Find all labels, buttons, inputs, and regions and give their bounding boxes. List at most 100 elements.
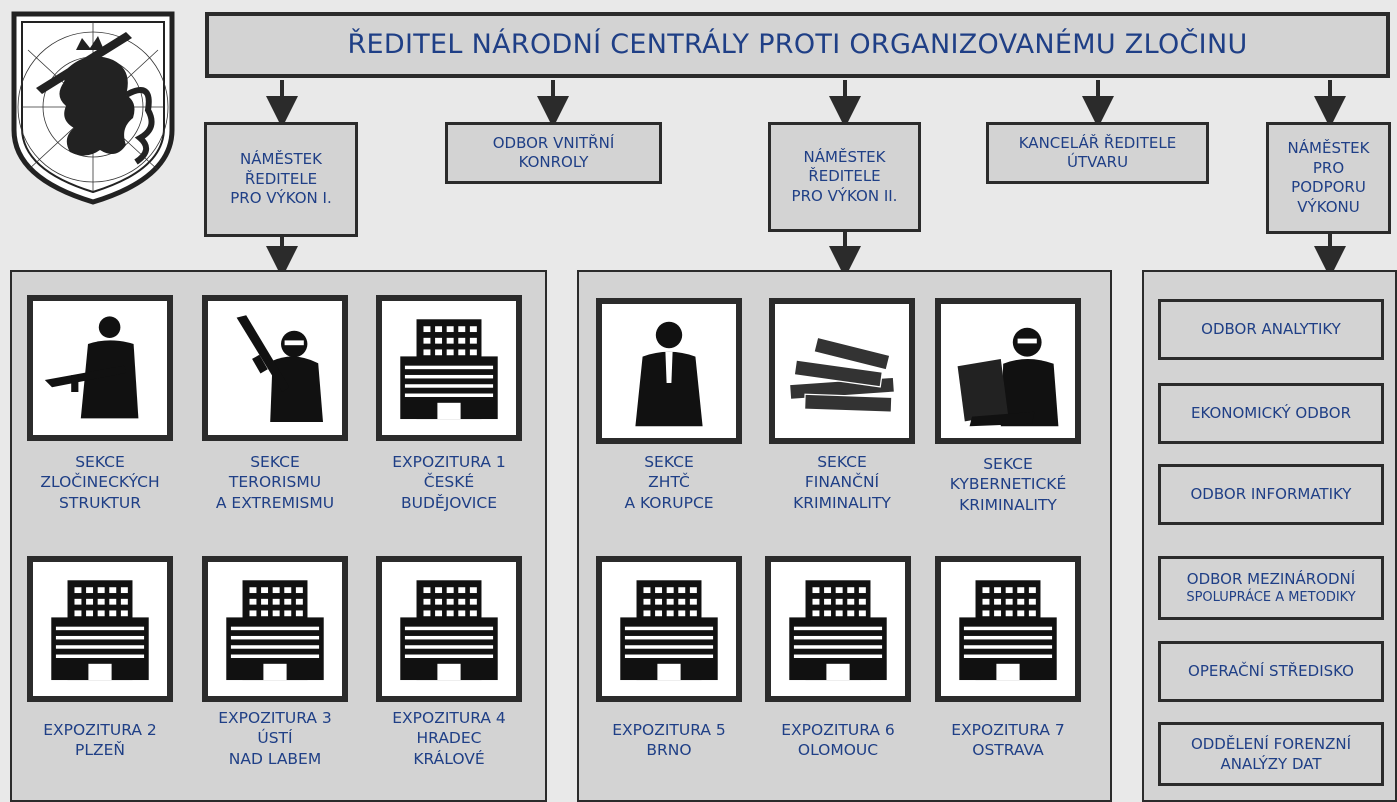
unit-caption-line: EXPOZITURA 4	[392, 709, 506, 727]
page-title: ŘEDITEL NÁRODNÍ CENTRÁLY PROTI ORGANIZOV…	[205, 12, 1390, 78]
department-label: ANALÝZY DAT	[1220, 755, 1322, 773]
office-building-icon	[950, 571, 1066, 687]
deputy-director-1-box: NÁMĚSTEK ŘEDITELE PRO VÝKON I.	[204, 122, 358, 237]
deputy-support-line: PRO	[1312, 158, 1345, 177]
deputy-support-box: NÁMĚSTEK PRO PODPORU VÝKONU	[1266, 122, 1391, 234]
unit-caption-line: BUDĚJOVICE	[401, 493, 497, 512]
unit-caption: SEKCE ZLOČINECKÝCH STRUKTUR	[10, 452, 190, 513]
unit-caption-line: SEKCE	[644, 453, 694, 471]
office-line: ÚTVARU	[1066, 153, 1129, 171]
hacker-with-laptop-icon	[957, 327, 1059, 427]
unit-tile	[765, 556, 911, 702]
unit-caption-line: PLZEŇ	[75, 741, 125, 760]
unit-tile	[935, 556, 1081, 702]
unit-caption-line: OLOMOUC	[797, 741, 879, 760]
deputy1-line: PRO VÝKON I.	[230, 189, 332, 208]
unit-caption: EXPOZITURA 3 ÚSTÍ NAD LABEM	[185, 708, 365, 769]
unit-caption: EXPOZITURA 1 ČESKÉ BUDĚJOVICE	[359, 452, 539, 513]
unit-caption-line: EXPOZITURA 2	[43, 721, 157, 739]
unit-caption: EXPOZITURA 6 OLOMOUC	[748, 720, 928, 761]
unit-caption: SEKCE FINANČNÍ KRIMINALITY	[752, 452, 932, 513]
unit-tile	[202, 295, 348, 441]
unit-tile	[596, 298, 742, 444]
department-label: ODBOR ANALYTIKY	[1201, 320, 1341, 339]
unit-caption-line: BRNO	[646, 741, 692, 760]
unit-caption-line: NAD LABEM	[228, 749, 322, 768]
unit-caption: SEKCE ZHTČ A KORUPCE	[579, 452, 759, 513]
unit-caption-line: EXPOZITURA 5	[612, 721, 726, 739]
unit-caption-line: KYBERNETICKÉ	[949, 475, 1067, 494]
unit-caption-line: EXPOZITURA 1	[392, 453, 506, 471]
unit-caption-line: SEKCE	[983, 455, 1033, 473]
office-building-icon	[391, 571, 507, 687]
unit-tile	[596, 556, 742, 702]
department-box: ODBOR MEZINÁRODNÍ SPOLUPRÁCE A METODIKY	[1158, 556, 1384, 620]
deputy-support-line: NÁMĚSTEK	[1287, 139, 1370, 157]
office-building-icon	[780, 571, 896, 687]
deputy-director-2-box: NÁMĚSTEK ŘEDITELE PRO VÝKON II.	[768, 122, 921, 232]
unit-caption-line: STRUKTUR	[59, 493, 141, 512]
unit-caption-line: SEKCE	[250, 453, 300, 471]
unit-tile	[376, 295, 522, 441]
unit-tile	[202, 556, 348, 702]
unit-caption-line: KRIMINALITY	[793, 493, 891, 512]
unit-caption: SEKCE TERORISMU A EXTREMISMU	[185, 452, 365, 513]
deputy1-line: ŘEDITELE	[244, 169, 318, 188]
department-box: ODDĚLENÍ FORENZNÍ ANALÝZY DAT	[1158, 722, 1384, 786]
unit-caption-line: ZLOČINECKÝCH	[40, 473, 160, 492]
unit-tile	[27, 295, 173, 441]
terrorist-with-rifle-icon	[236, 315, 323, 422]
unit-tile	[769, 298, 915, 444]
unit-caption: SEKCE KYBERNETICKÉ KRIMINALITY	[918, 454, 1098, 515]
unit-caption-line: ZHTČ	[648, 473, 690, 492]
unit-caption-line: ÚSTÍ	[257, 729, 293, 748]
director-office-box: KANCELÁŘ ŘEDITELE ÚTVARU	[986, 122, 1209, 184]
unit-caption: EXPOZITURA 5 BRNO	[579, 720, 759, 761]
money-stacks-icon	[788, 336, 896, 413]
office-building-icon	[42, 571, 158, 687]
unit-caption-line: OSTRAVA	[972, 741, 1044, 760]
department-label: ODBOR INFORMATIKY	[1190, 485, 1352, 504]
department-box: ODBOR INFORMATIKY	[1158, 464, 1384, 525]
deputy-support-line: PODPORU	[1291, 178, 1366, 196]
gangster-with-rifle-icon	[44, 316, 139, 419]
deputy2-line: PRO VÝKON II.	[791, 186, 898, 205]
unit-caption-line: KRIMINALITY	[959, 495, 1057, 514]
unit-caption-line: SEKCE	[817, 453, 867, 471]
department-box: ODBOR ANALYTIKY	[1158, 299, 1384, 360]
department-label: ODDĚLENÍ FORENZNÍ	[1190, 734, 1352, 753]
internal-control-line: ODBOR VNITŘNÍ	[492, 133, 615, 152]
emblem	[8, 10, 178, 206]
department-box: OPERAČNÍ STŘEDISKO	[1158, 641, 1384, 702]
unit-caption-line: EXPOZITURA 7	[951, 721, 1065, 739]
unit-caption: EXPOZITURA 7 OSTRAVA	[918, 720, 1098, 761]
deputy2-line: NÁMĚSTEK	[803, 147, 886, 166]
unit-caption-line: FINANČNÍ	[804, 473, 880, 492]
unit-caption-line: EXPOZITURA 6	[781, 721, 895, 739]
unit-tile	[27, 556, 173, 702]
department-sublabel: SPOLUPRÁCE A METODIKY	[1186, 590, 1356, 606]
internal-control-line: KONROLY	[518, 153, 589, 171]
unit-caption-line: ČESKÉ	[423, 473, 475, 492]
unit-tile	[376, 556, 522, 702]
unit-caption-line: HRADEC	[416, 729, 482, 748]
lion-with-sword-emblem-icon	[11, 11, 175, 205]
office-line: KANCELÁŘ ŘEDITELE	[1018, 133, 1177, 152]
unit-caption-line: A KORUPCE	[624, 493, 714, 512]
unit-caption-line: TERORISMU	[228, 473, 322, 492]
unit-caption: EXPOZITURA 2 PLZEŇ	[10, 720, 190, 761]
office-building-icon	[391, 310, 507, 426]
deputy1-line: NÁMĚSTEK	[240, 150, 322, 169]
businessman-silhouette-icon	[635, 321, 703, 427]
department-label: ODBOR MEZINÁRODNÍ	[1186, 570, 1356, 589]
unit-caption-line: SEKCE	[75, 453, 125, 471]
department-label: OPERAČNÍ STŘEDISKO	[1188, 662, 1354, 681]
deputy2-line: ŘEDITELE	[808, 167, 881, 186]
deputy-support-line: VÝKONU	[1297, 197, 1360, 216]
unit-caption-line: KRÁLOVÉ	[413, 749, 485, 768]
internal-control-box: ODBOR VNITŘNÍ KONROLY	[445, 122, 662, 184]
unit-caption: EXPOZITURA 4 HRADEC KRÁLOVÉ	[359, 708, 539, 769]
unit-tile	[935, 298, 1081, 444]
unit-caption-line: A EXTREMISMU	[215, 493, 335, 512]
